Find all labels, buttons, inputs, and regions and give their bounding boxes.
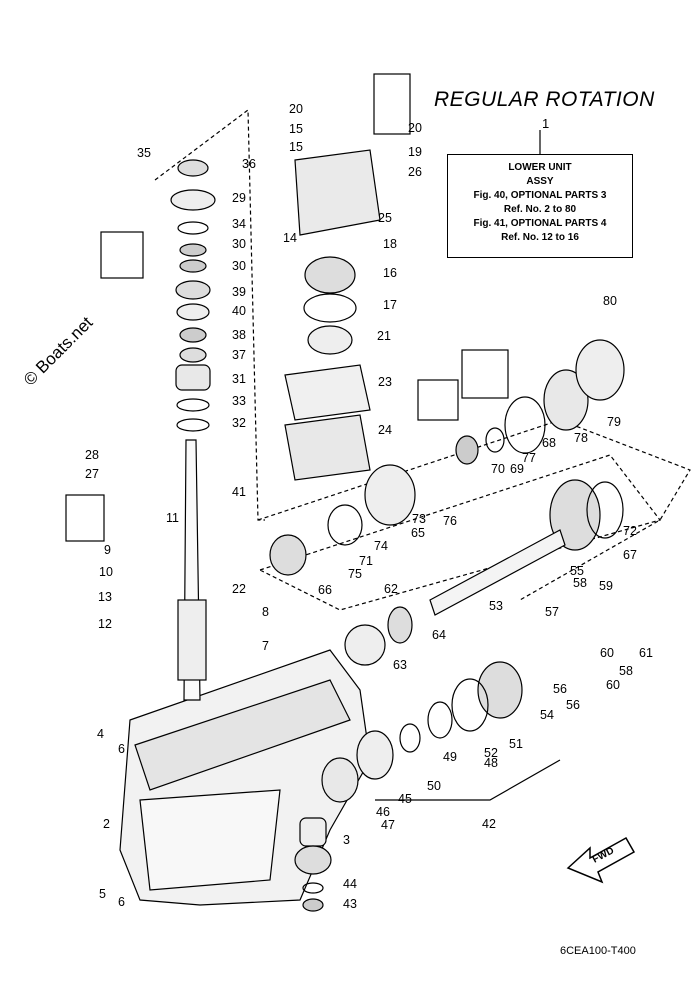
callout-31: 31 [232,372,246,386]
info-box-line6: Ref. No. 12 to 16 [501,232,579,243]
callout-24: 24 [378,423,392,437]
callout-67: 67 [623,548,637,562]
callout-77: 77 [522,451,536,465]
callout-60: 60 [600,646,614,660]
callout-45: 45 [398,792,412,806]
callout-47: 47 [381,818,395,832]
callout-10: 10 [99,565,113,579]
callout-14: 14 [283,231,297,245]
callout-22: 22 [232,582,246,596]
callout-70: 70 [491,462,505,476]
callout-80: 80 [603,294,617,308]
callout-39: 39 [232,285,246,299]
callout-21: 21 [377,329,391,343]
callout-16: 16 [383,266,397,280]
lower-unit-info-box: LOWER UNIT ASSY Fig. 40, OPTIONAL PARTS … [447,154,633,258]
callout-29: 29 [232,191,246,205]
callout-37: 37 [232,348,246,362]
callout-68: 68 [542,436,556,450]
callout-55: 55 [570,564,584,578]
callout-49: 49 [443,750,457,764]
callout-61: 61 [639,646,653,660]
callout-58: 58 [573,576,587,590]
callout-50: 50 [427,779,441,793]
callout-46: 46 [376,805,390,819]
callout-48: 48 [484,756,498,770]
callout-66: 66 [318,583,332,597]
callout-69: 69 [510,462,524,476]
callout-71: 71 [359,554,373,568]
callout-40: 40 [232,304,246,318]
callout-15: 15 [289,140,303,154]
callout-5: 5 [99,887,106,901]
callout-32: 32 [232,416,246,430]
callout-65: 65 [411,526,425,540]
callout-72: 72 [623,524,637,538]
callout-75: 75 [348,567,362,581]
callout-56: 56 [553,682,567,696]
callout-18: 18 [383,237,397,251]
callout-3: 3 [343,833,350,847]
callout-4: 4 [97,727,104,741]
diagram-linework [65,73,691,912]
callout-63: 63 [393,658,407,672]
callout-23: 23 [378,375,392,389]
callout-79: 79 [607,415,621,429]
callout-33: 33 [232,394,246,408]
callout-13: 13 [98,590,112,604]
callout-15: 15 [289,122,303,136]
callout-25: 25 [378,211,392,225]
callout-64: 64 [432,628,446,642]
callout-17: 17 [383,298,397,312]
callout-35: 35 [137,146,151,160]
callout-30: 30 [232,259,246,273]
info-box-line4: Ref. No. 2 to 80 [503,204,577,215]
callout-numbers: 2345667891011121314151516171819202021222… [85,102,653,911]
callout-44: 44 [343,877,357,891]
callout-6: 6 [118,895,125,909]
callout-73: 73 [412,512,426,526]
callout-60: 60 [606,678,620,692]
callout-12: 12 [98,617,112,631]
callout-43: 43 [343,897,357,911]
callout-20: 20 [408,121,422,135]
callout-26: 26 [408,165,422,179]
diagram-title: REGULAR ROTATION [434,88,655,111]
callout-6: 6 [118,742,125,756]
callout-2: 2 [103,817,110,831]
info-box-line3: Fig. 40, OPTIONAL PARTS 3 [473,190,607,201]
callout-76: 76 [443,514,457,528]
callout-20: 20 [289,102,303,116]
callout-11: 11 [166,511,179,525]
callout-28: 28 [85,448,99,462]
callout-27: 27 [85,467,99,481]
info-box-line2: ASSY [526,176,554,187]
callout-7: 7 [262,639,269,653]
callout-42: 42 [482,817,496,831]
callout-62: 62 [384,582,398,596]
callout-59: 59 [599,579,613,593]
callout-34: 34 [232,217,246,231]
callout-56: 56 [566,698,580,712]
callout-36: 36 [242,157,256,171]
info-box-line5: Fig. 41, OPTIONAL PARTS 4 [473,218,607,229]
info-box-ref-number: 1 [542,116,550,131]
drawing-code: 6CEA100-T400 [560,945,636,957]
callout-57: 57 [545,605,559,619]
callout-30: 30 [232,237,246,251]
callout-41: 41 [232,485,246,499]
callout-52: 52 [484,746,498,760]
callout-51: 51 [509,737,523,751]
callout-54: 54 [540,708,554,722]
callout-78: 78 [574,431,588,445]
callout-58: 58 [619,664,633,678]
callout-74: 74 [374,539,388,553]
callout-38: 38 [232,328,246,342]
callout-53: 53 [489,599,503,613]
info-box-line1: LOWER UNIT [508,162,572,173]
callout-8: 8 [262,605,269,619]
callout-9: 9 [104,543,111,557]
callout-19: 19 [408,145,422,159]
